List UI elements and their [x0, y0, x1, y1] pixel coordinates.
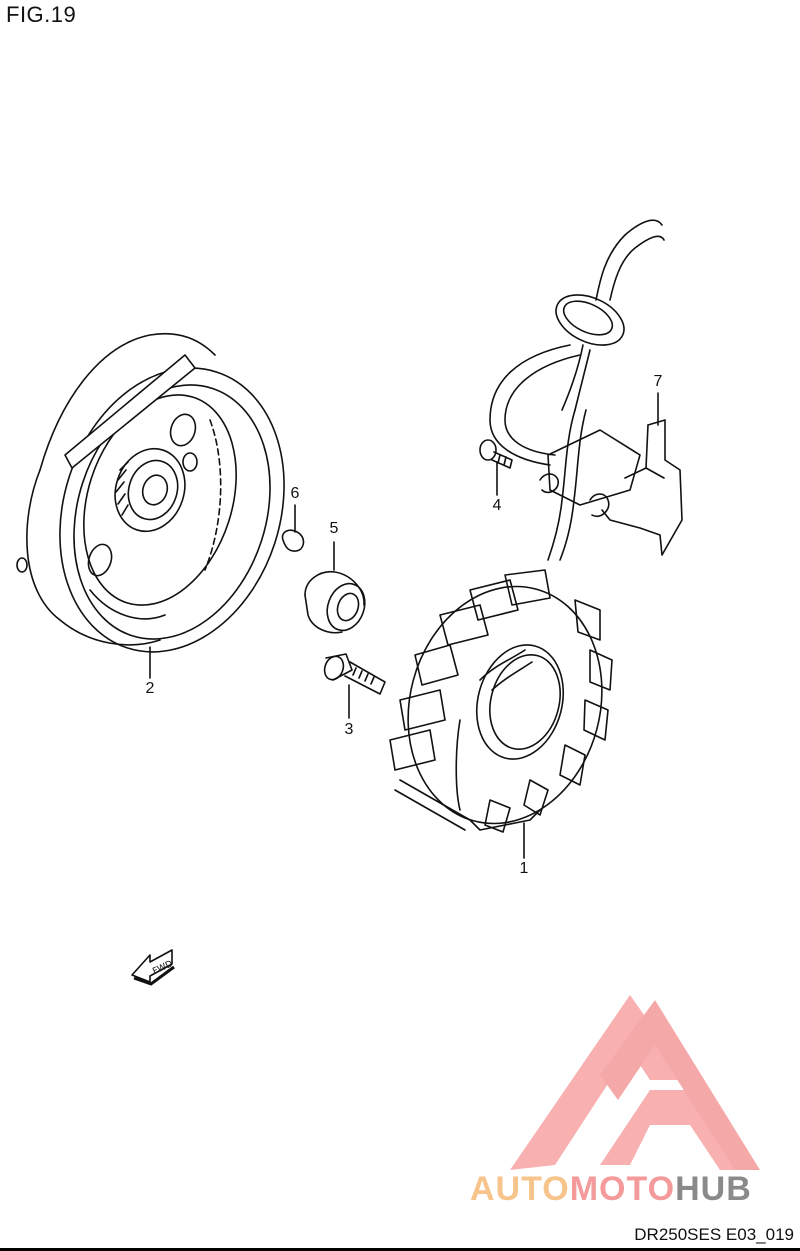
rotor-part	[16, 332, 285, 653]
watermark-text: AUTOMOTOHUB	[470, 1170, 752, 1209]
nut-washer-part	[304, 570, 366, 634]
leader-lines	[149, 392, 659, 859]
lead-bolt-part	[479, 439, 513, 469]
clamp-part	[589, 419, 683, 556]
callout-3: 3	[344, 721, 354, 738]
bottom-divider	[0, 1248, 800, 1251]
callout-7: 7	[653, 373, 663, 390]
watermark-hub: HUB	[675, 1170, 752, 1208]
callout-4: 4	[492, 497, 502, 514]
figure-title: FIG.19	[6, 2, 77, 27]
fwd-arrow-icon: FWD	[131, 949, 175, 986]
callout-6: 6	[290, 485, 300, 502]
watermark-auto: AUTO	[470, 1170, 570, 1208]
callout-5: 5	[329, 520, 339, 537]
rotor-bolt-part	[323, 653, 386, 695]
stator-part	[389, 219, 665, 833]
callout-1: 1	[519, 860, 529, 877]
figure-ref-code: DR250SES E03_019	[634, 1225, 794, 1244]
automotohub-logo-icon	[510, 995, 760, 1170]
key-part	[281, 529, 305, 552]
watermark-moto: MOTO	[569, 1170, 676, 1208]
callout-2: 2	[145, 680, 155, 697]
